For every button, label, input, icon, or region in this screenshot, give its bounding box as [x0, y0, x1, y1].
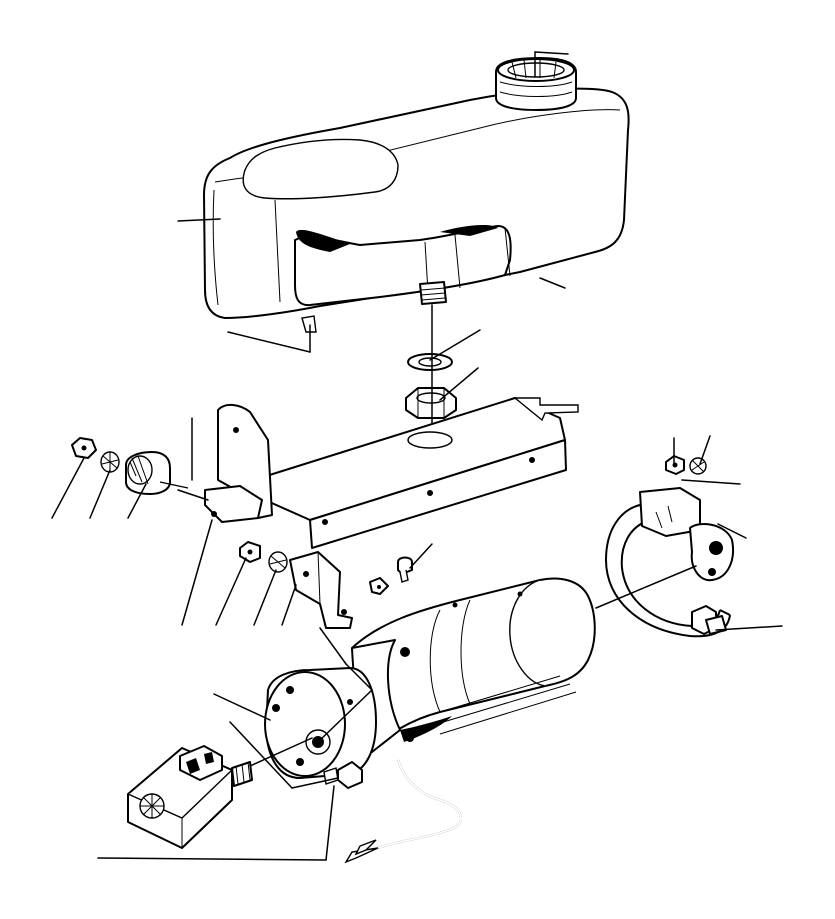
washer-nut-group-left: [71, 437, 120, 473]
callout-leaders: [51, 51, 783, 861]
fluid-reservoir: [203, 87, 630, 333]
screw-washer-group: [369, 556, 413, 595]
cable: [344, 759, 462, 864]
filler-neck: [495, 57, 577, 111]
clamp-strap: [605, 487, 734, 638]
pressure-switch: [127, 745, 253, 849]
small-nuts: [239, 541, 288, 573]
small-bracket: [289, 551, 353, 629]
hex-nut: [405, 387, 457, 419]
outlet-fitting: [419, 281, 447, 305]
rubber-mount: [125, 451, 189, 495]
mounting-bracket: [204, 397, 579, 549]
washer-nut-group-right: [665, 455, 707, 475]
pump-motor: [264, 577, 596, 789]
sealing-washer: [407, 353, 453, 371]
